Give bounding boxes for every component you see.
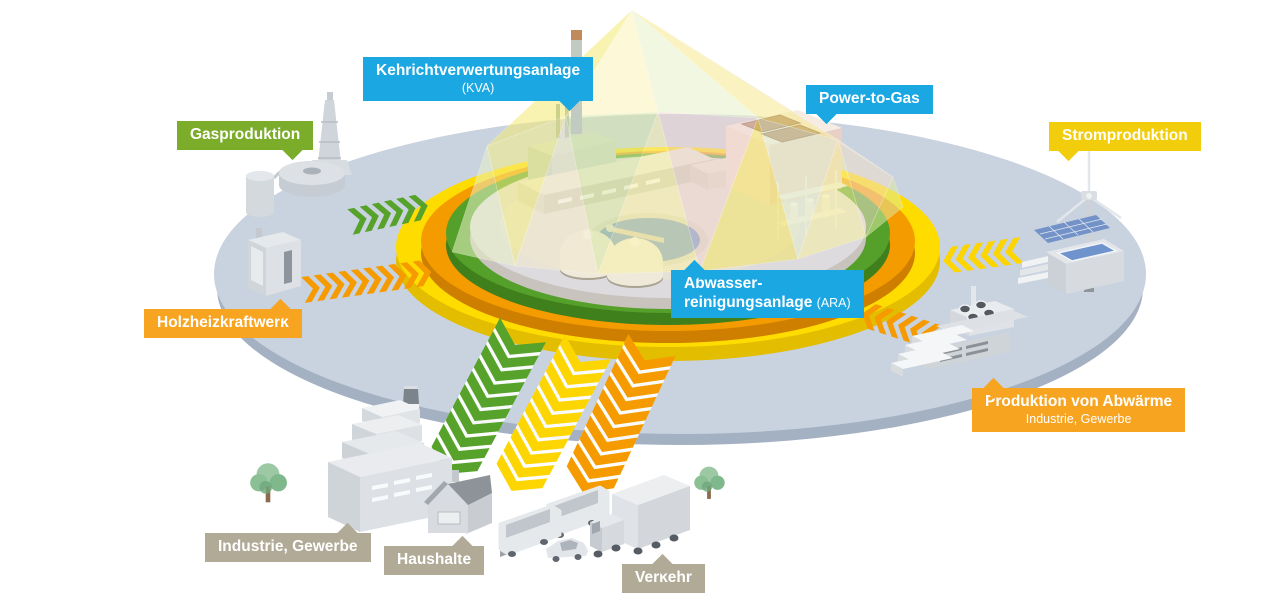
label-kva-subtitle: (KVA) bbox=[461, 80, 495, 95]
label-abwaerme: Produktion von Abwärme Industrie, Gewerb… bbox=[972, 377, 1186, 433]
label-power-to-gas: Power-to-Gas bbox=[806, 85, 933, 125]
electricity-production-icon bbox=[1018, 148, 1124, 294]
label-industrie-gewerbe: Industrie, Gewerbe bbox=[205, 522, 371, 562]
label-haushalte-title: Haushalte bbox=[397, 551, 472, 568]
label-holzheizkraftwerk-title: Holzheizkraftwerk bbox=[157, 314, 289, 331]
label-ara-line1: Abwasser- bbox=[684, 275, 763, 292]
tree-icon bbox=[250, 463, 287, 503]
energy-dome-icon bbox=[451, 9, 904, 276]
label-verkehr: Verkehr bbox=[622, 553, 705, 593]
wood-power-plant-icon bbox=[248, 228, 301, 296]
waste-heat-plant-icon bbox=[891, 286, 1028, 377]
label-kva: Kehrichtverwertungsanlage (KVA) bbox=[363, 57, 594, 112]
label-holzheizkraftwerk: Holzheizkraftwerk bbox=[144, 298, 302, 338]
label-haushalte: Haushalte bbox=[384, 535, 485, 575]
label-verkehr-title: Verkehr bbox=[635, 569, 692, 586]
label-ara-suffix: (ARA) bbox=[816, 295, 851, 310]
label-ara: Abwasser- reinigungsanlage (ARA) bbox=[671, 259, 864, 318]
label-industrie-gewerbe-title: Industrie, Gewerbe bbox=[218, 538, 358, 555]
house-icon bbox=[424, 470, 492, 534]
label-stromproduktion: Stromproduktion bbox=[1049, 122, 1201, 162]
tram-icon bbox=[498, 485, 610, 557]
car-icon bbox=[546, 538, 588, 562]
label-abwaerme-title: Produktion von Abwärme bbox=[985, 393, 1173, 410]
label-kva-title: Kehrichtverwertungsanlage bbox=[376, 62, 581, 79]
label-ara-line2: reinigungsanlage bbox=[684, 293, 813, 311]
tree-icon bbox=[694, 466, 725, 499]
label-gasproduktion-title: Gasproduktion bbox=[190, 126, 301, 143]
label-gasproduktion: Gasproduktion bbox=[177, 121, 314, 161]
truck-icon bbox=[590, 475, 690, 558]
label-power-to-gas-title: Power-to-Gas bbox=[819, 90, 920, 107]
label-stromproduktion-title: Stromproduktion bbox=[1062, 127, 1188, 144]
gas-production-icon bbox=[246, 92, 352, 217]
label-abwaerme-subtitle: Industrie, Gewerbe bbox=[1025, 411, 1132, 426]
